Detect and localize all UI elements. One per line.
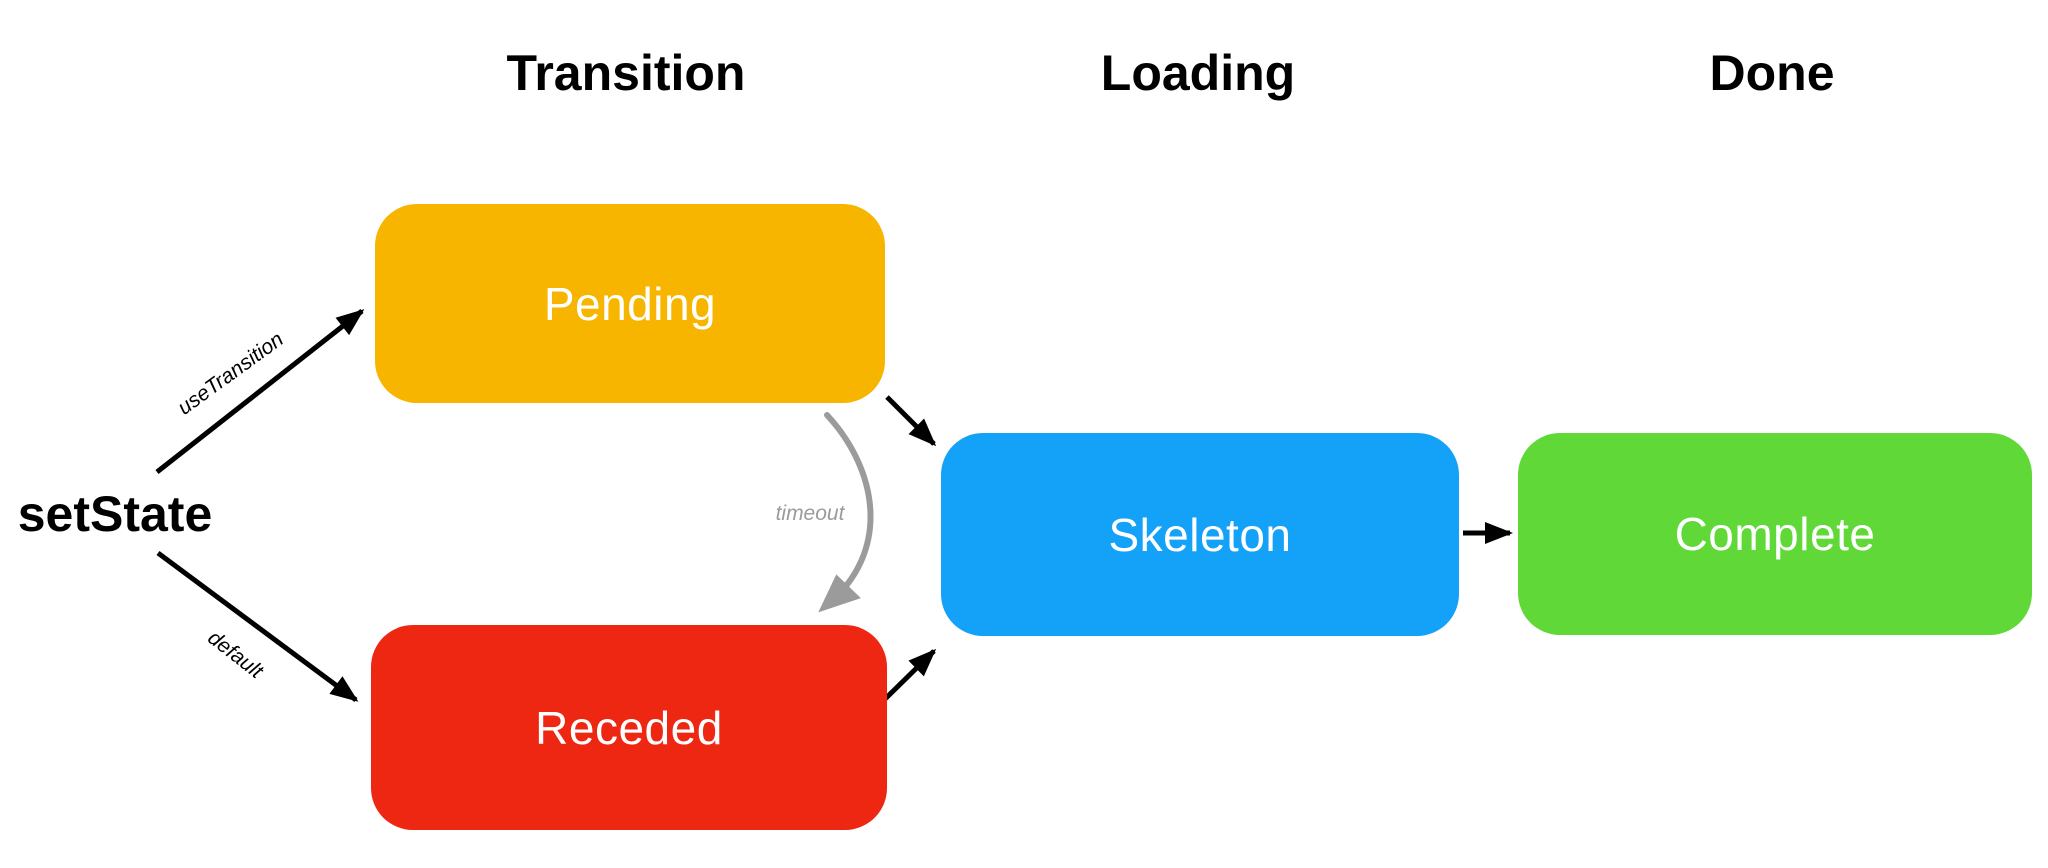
edge-label-timeout: timeout [775,502,845,525]
edge-label-usetransition: useTransition [173,327,288,420]
node-receded: Receded [371,625,887,830]
edge-receded-to-skeleton-arrow [882,648,937,702]
set-state-label: setState [17,486,213,542]
node-label: Skeleton [1108,508,1292,561]
node-label: Complete [1674,508,1876,560]
edge-label-default: default [203,626,268,684]
column-header-loading: Loading [1100,45,1296,101]
node-label: Pending [543,277,717,330]
edge-pending-to-skeleton-arrow [885,395,937,447]
node-complete: Complete [1518,433,2032,635]
node-pending: Pending [375,204,885,403]
node-skeleton: Skeleton [941,433,1459,636]
node-label: Receded [535,701,723,754]
column-header-transition: Transition [506,45,746,101]
column-header-done: Done [1709,45,1835,101]
